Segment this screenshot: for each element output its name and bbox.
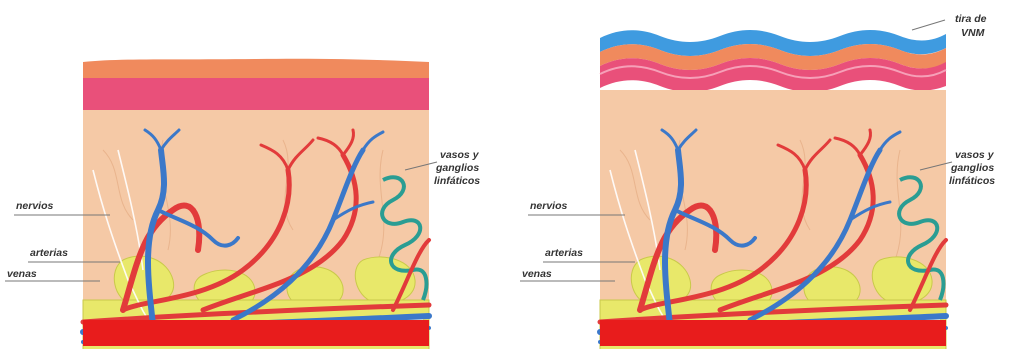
right-label-lymph-2: ganglios — [950, 162, 994, 174]
right-skin-panel — [600, 30, 946, 349]
right-label-lymph-3: linfáticos — [949, 175, 995, 187]
right-label-veins: venas — [522, 268, 552, 280]
right-label-arteries: arterias — [545, 247, 583, 259]
left-label-lymph-3: linfáticos — [434, 175, 480, 187]
left-muscle-band — [83, 320, 429, 346]
right-label-lymph-1: vasos y — [955, 149, 995, 161]
left-label-veins: venas — [7, 268, 37, 280]
right-label-nerves: nervios — [530, 200, 568, 212]
left-label-nerves: nervios — [16, 200, 54, 212]
right-muscle-band — [600, 320, 946, 346]
right-label-vnm-2: VNM — [961, 27, 985, 39]
left-label-lymph-1: vasos y — [440, 149, 480, 161]
right-vnm-leader — [912, 20, 945, 30]
left-label-arteries: arterias — [30, 247, 68, 259]
left-label-lymph-2: ganglios — [435, 162, 479, 174]
right-label-vnm-1: tira de — [955, 13, 987, 25]
right-epidermis-pink — [600, 58, 946, 92]
left-epidermis-top — [83, 59, 429, 80]
left-skin-panel — [83, 59, 429, 349]
